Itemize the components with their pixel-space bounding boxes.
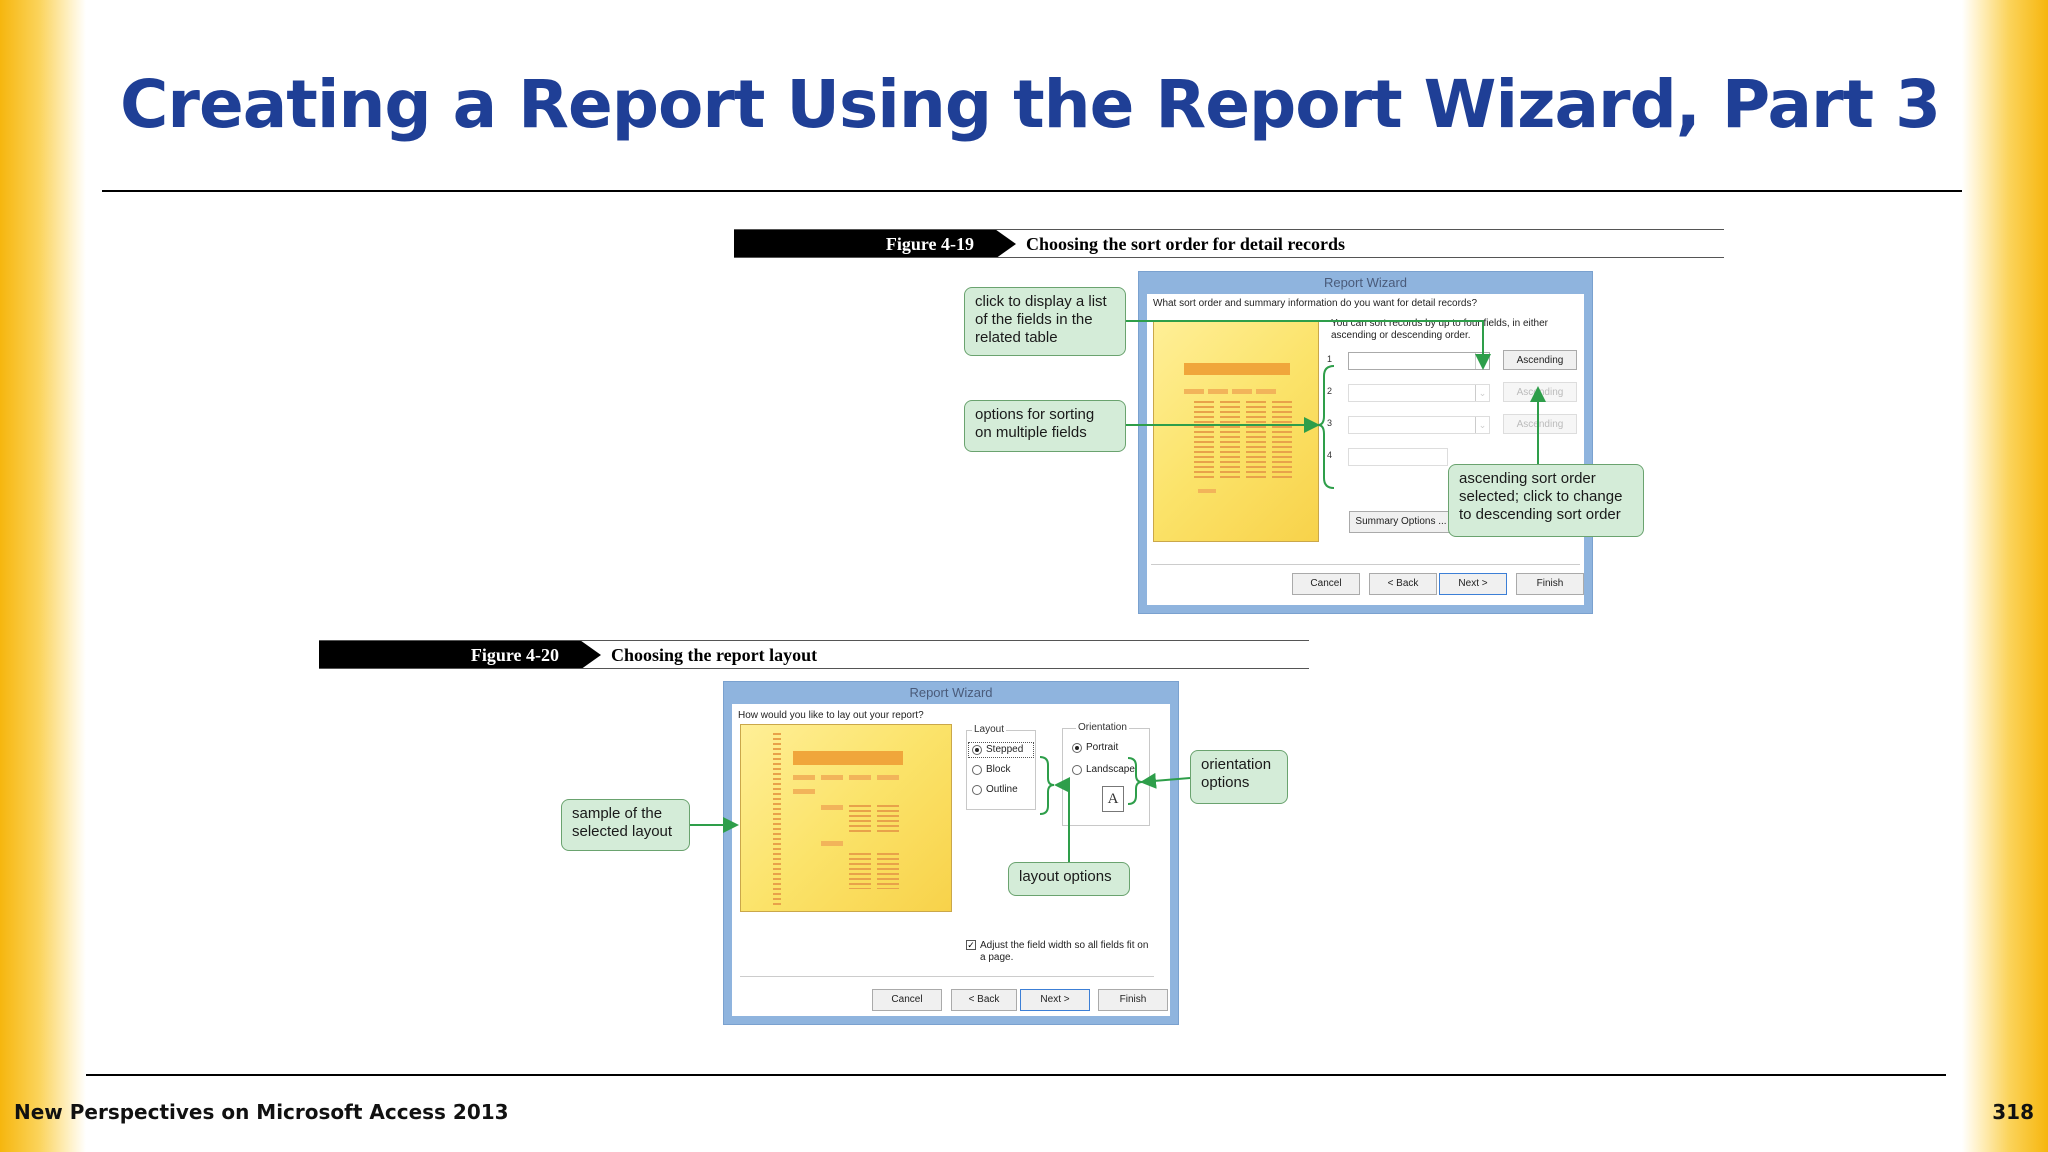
back-button[interactable]: < Back	[1369, 573, 1437, 595]
adjust-width-label-2: a page.	[980, 952, 1014, 963]
radio-block[interactable]	[972, 765, 982, 775]
window-client: What sort order and summary information …	[1147, 294, 1584, 605]
next-button[interactable]: Next >	[1439, 573, 1507, 595]
orientation-group-label: Orientation	[1076, 722, 1129, 733]
finish-button[interactable]: Finish	[1516, 573, 1584, 595]
figure1-top-rule	[734, 229, 1724, 230]
arrow-orientation	[1140, 772, 1191, 789]
figure2-top-rule	[319, 640, 1309, 641]
sort-field-2-combo[interactable]: ⌄	[1348, 384, 1490, 402]
adjust-width-checkbox[interactable]: ✓	[966, 940, 976, 950]
right-gradient-band	[1962, 0, 2048, 1152]
sort-preview-image	[1153, 320, 1319, 542]
window-separator	[740, 976, 1154, 977]
figure2-caption: Choosing the report layout	[611, 645, 818, 665]
slide-title: Creating a Report Using the Report Wizar…	[119, 66, 1941, 143]
callout-sample-layout: sample of the selected layout	[561, 799, 690, 851]
window-separator	[1151, 564, 1580, 565]
sort-row-4-number: 4	[1327, 450, 1333, 460]
layout-group-label: Layout	[972, 724, 1007, 735]
callout-ascending: ascending sort order selected; click to …	[1448, 464, 1644, 537]
figure2-bottom-rule	[319, 668, 1309, 669]
portrait-page-icon: A	[1102, 786, 1124, 812]
brace-sort-rows	[1317, 365, 1335, 489]
radio-stepped[interactable]	[972, 745, 982, 755]
arrow-layout-options	[1054, 777, 1070, 862]
callout-display-list: click to display a list of the fields in…	[964, 287, 1126, 356]
figure1-caption: Choosing the sort order for detail recor…	[1026, 234, 1345, 254]
callout-multiple-fields: options for sorting on multiple fields	[964, 400, 1126, 452]
report-wizard-window-layout: Report Wizard How would you like to lay …	[723, 681, 1179, 1025]
sort-row-2-number: 2	[1327, 386, 1333, 396]
window-client: How would you like to lay out your repor…	[732, 704, 1170, 1016]
sort-field-4-combo[interactable]	[1348, 448, 1448, 466]
sort-hint-2: ascending or descending order.	[1331, 330, 1471, 341]
back-button[interactable]: < Back	[951, 989, 1017, 1011]
title-divider	[102, 190, 1962, 192]
finish-button[interactable]: Finish	[1098, 989, 1168, 1011]
sort-1-ascending-button[interactable]: Ascending	[1503, 350, 1577, 370]
adjust-width-label-1[interactable]: Adjust the field width so all fields fit…	[980, 940, 1149, 951]
window-title: Report Wizard	[1323, 275, 1408, 290]
brace-layout	[1039, 756, 1055, 815]
radio-outline[interactable]	[972, 785, 982, 795]
label-stepped[interactable]: Stepped	[986, 744, 1024, 755]
figure2-label: Figure 4-20	[319, 641, 601, 669]
arrow-display-list	[1126, 320, 1491, 370]
label-outline[interactable]: Outline	[986, 784, 1018, 795]
footer-title: New Perspectives on Microsoft Access 201…	[14, 1100, 509, 1124]
next-button[interactable]: Next >	[1020, 989, 1090, 1011]
radio-landscape[interactable]	[1072, 765, 1082, 775]
page-number: 318	[1992, 1100, 2034, 1124]
radio-portrait[interactable]	[1072, 743, 1082, 753]
sort-row-1-number: 1	[1327, 354, 1333, 364]
report-wizard-window-sort: Report Wizard What sort order and summar…	[1138, 271, 1593, 614]
focus-rect	[968, 742, 1034, 758]
sort-hint-1: You can sort records by up to four field…	[1331, 318, 1548, 329]
label-landscape[interactable]: Landscape	[1086, 764, 1135, 775]
brace-orientation	[1127, 757, 1143, 805]
window-title: Report Wizard	[909, 685, 993, 700]
left-gradient-band	[0, 0, 86, 1152]
label-block[interactable]: Block	[986, 764, 1011, 775]
chevron-down-icon[interactable]: ⌄	[1475, 417, 1489, 433]
sort-field-3-combo[interactable]: ⌄	[1348, 416, 1490, 434]
sort-row-3-number: 3	[1327, 418, 1333, 428]
footer-divider	[86, 1074, 1946, 1076]
layout-preview-image	[740, 724, 952, 912]
cancel-button[interactable]: Cancel	[872, 989, 942, 1011]
figure1-label: Figure 4-19	[734, 230, 1016, 258]
figure1-bottom-rule	[734, 257, 1724, 258]
cancel-button[interactable]: Cancel	[1292, 573, 1360, 595]
chevron-down-icon[interactable]: ⌄	[1475, 385, 1489, 401]
callout-layout-options: layout options	[1008, 862, 1130, 896]
label-portrait[interactable]: Portrait	[1086, 742, 1119, 753]
callout-orientation: orientation options	[1190, 750, 1288, 804]
sort-question: What sort order and summary information …	[1153, 298, 1478, 309]
layout-question: How would you like to lay out your repor…	[738, 710, 924, 721]
sort-3-ascending-button[interactable]: Ascending	[1503, 414, 1577, 434]
